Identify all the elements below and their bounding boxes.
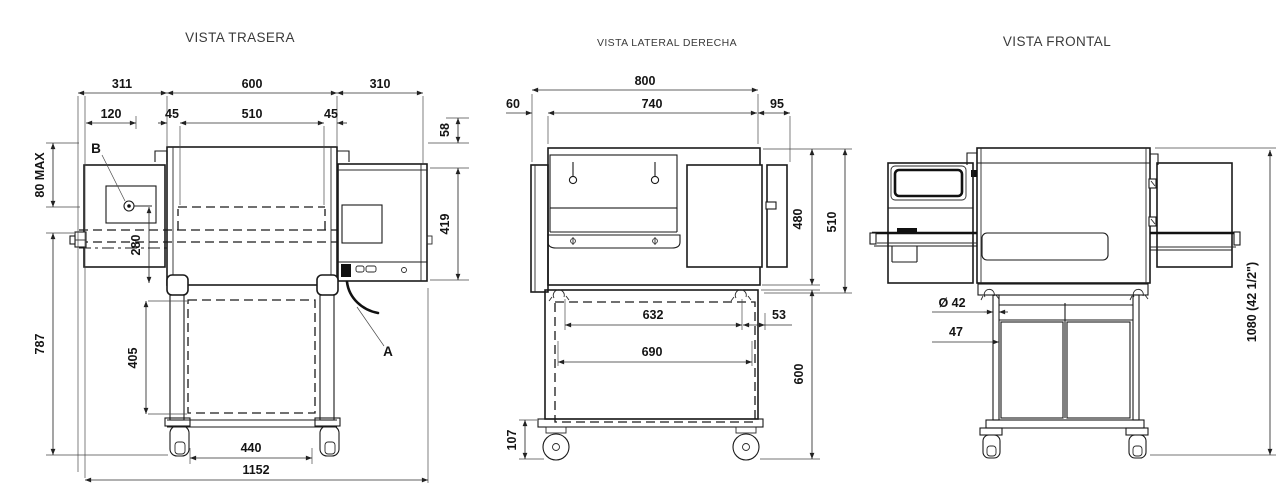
side-tray-screws [570,237,658,245]
rear-dim-787: 787 [33,334,47,355]
side-dim-600: 600 [792,364,806,385]
side-dim-53: 53 [772,308,786,322]
side-dim-107: 107 [505,430,519,451]
rear-dimensions: 311 600 310 120 45 510 45 58 419 80 MAX … [33,77,469,483]
side-dim-800: 800 [635,74,656,88]
rear-stand-left-leg [169,294,185,421]
side-dim-60: 60 [506,97,520,111]
side-door-hooks [568,162,660,185]
rear-machine-body [69,146,433,347]
front-stand-right-door [1066,321,1131,419]
rear-right-inner-box [341,204,383,244]
side-stand-base-plate [537,418,764,428]
side-view: VISTA LATERAL DERECHA [505,37,852,461]
rear-right-hook [337,150,350,162]
front-dim-1080: 1080 (42 1/2") [1245,262,1259,342]
front-dim-diameter-42: Ø 42 [938,296,965,310]
side-view-title: VISTA LATERAL DERECHA [597,37,737,49]
rear-switch-panel [341,264,407,277]
front-display-window [893,168,964,198]
front-stand-left-door [1000,321,1064,419]
rear-view-title: VISTA TRASERA [185,30,295,45]
rear-conveyor-hidden-lines [79,206,426,249]
rear-label-a: A [383,344,393,359]
rear-view: VISTA TRASERA [33,30,469,483]
rear-dim-600: 600 [242,77,263,91]
rear-stand-right-cap [316,274,339,296]
front-stand-top-plate [977,283,1149,296]
rear-stand-right-leg [319,294,335,421]
rear-dim-80max: 80 MAX [33,152,47,198]
rear-stand [164,274,341,457]
front-dimensions: Ø 42 47 1080 (42 1/2") [932,147,1276,456]
side-crumb-tray [547,234,681,249]
side-dim-740: 740 [642,97,663,111]
rear-stand-hidden-shelf [187,299,316,414]
front-power-button [897,228,917,233]
side-dim-480: 480 [791,209,805,230]
front-right-caster [1125,427,1149,459]
front-stand-right-post [1132,294,1140,421]
front-view-title: VISTA FRONTAL [1003,34,1111,49]
rear-dim-58: 58 [438,123,452,137]
rear-dim-311: 311 [112,77,132,91]
rear-left-hook [154,150,168,162]
rear-dim-45-left: 45 [165,107,179,121]
front-stand-base-plate [985,419,1145,429]
side-dimensions: 800 740 60 95 480 510 632 53 690 600 107 [505,74,852,460]
rear-dim-510: 510 [242,107,263,121]
front-stand [977,283,1149,459]
side-strip-handle [765,201,777,210]
front-control-housing [887,162,974,284]
rear-dim-419: 419 [438,214,452,235]
rear-power-cable [345,280,380,315]
rear-left-caster [164,417,191,457]
side-control-box [686,164,763,268]
side-stand-hidden-shelf [554,301,756,423]
rear-left-clamp [69,231,87,248]
side-machine-body [530,147,788,293]
side-dim-690: 690 [642,345,663,359]
front-view: VISTA FRONTAL [869,34,1276,459]
side-right-strip [766,164,788,268]
front-right-panel [1148,162,1233,268]
front-right-shelf [1150,231,1241,251]
rear-dim-45-right: 45 [324,107,338,121]
rear-dim-120: 120 [101,107,122,121]
side-right-caster [732,426,760,461]
side-dim-95: 95 [770,97,784,111]
front-dim-47: 47 [949,325,963,339]
rear-dim-310: 310 [370,77,391,91]
front-display-frame [890,165,967,201]
rear-label-b: B [91,141,101,156]
front-machine-body [869,147,1241,284]
side-dim-510: 510 [825,212,839,233]
rear-left-housing [83,164,166,268]
rear-oven-body [166,146,338,286]
side-door-panel [549,154,678,209]
front-left-hook [966,152,977,165]
front-left-shelf [869,231,977,247]
rear-left-inner-panel [105,185,157,224]
side-end-plate [530,164,549,293]
rear-right-caster [314,417,341,457]
front-main-body [976,147,1151,284]
rear-dim-280: 280 [129,235,143,256]
front-left-caster [979,427,1003,459]
front-right-hook [1150,153,1159,165]
front-conveyor-opening [981,232,1109,261]
side-left-caster [542,426,570,461]
side-dim-632: 632 [643,308,664,322]
rear-dim-440: 440 [241,441,262,455]
rear-stand-left-cap [166,274,189,296]
front-stand-left-post [992,294,1000,421]
side-stand-clamps [548,289,752,302]
rear-dim-1152: 1152 [242,463,269,477]
rear-dim-405: 405 [126,348,140,369]
side-stand [537,289,764,461]
